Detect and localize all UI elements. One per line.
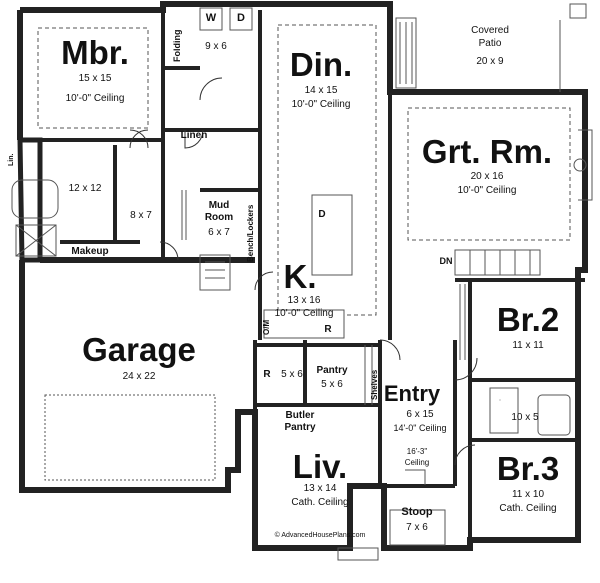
room-name-mbr: Mbr. (61, 34, 129, 71)
room-dims-laundry: 9 x 6 (205, 41, 227, 52)
room-dims-wic: 8 x 7 (130, 210, 152, 221)
room-dims-mud: 6 x 7 (208, 227, 230, 238)
room-dims-butler: 5 x 6 (281, 369, 303, 380)
room-ceiling-entry: 14'-0" Ceiling (393, 423, 447, 433)
dims-text: 15 x 15 (78, 73, 112, 84)
room-dims-garage: 24 x 22 (122, 371, 156, 382)
mud-room-line1: Mud (208, 200, 230, 211)
dryer-label: D (237, 12, 245, 24)
butler-line2: Pantry (284, 422, 316, 433)
pantry-label: Pantry (316, 365, 348, 376)
room-name-br3: Br.3 (496, 450, 560, 487)
washer-label: W (205, 12, 217, 24)
room-name-liv: Liv. (292, 448, 348, 485)
room-name-stoop: Stoop (401, 506, 433, 518)
bench-lockers-label: Bench/Lockers (246, 204, 255, 262)
room-name-grt: Grt. Rm. (421, 133, 553, 170)
door-swings (129, 77, 478, 466)
room-dims-mbr: 15 x 15 (79, 74, 112, 84)
dishwasher-label: D (318, 209, 326, 220)
room-dims-liv: 13 x 14 (303, 483, 337, 494)
room-dims-pantry: 5 x 6 (321, 379, 343, 390)
room-dims-br3: 11 x 10 (511, 489, 545, 500)
fridge-label: R (324, 324, 332, 335)
detail-lines (11, 3, 593, 561)
exterior-walls (17, 1, 588, 551)
linen-label: Linen (180, 130, 208, 141)
room-dims-br2: 11 x 11 (512, 340, 544, 351)
room-ceiling-kitchen: 10'-0" Ceiling (274, 308, 334, 319)
room-dims-grt: 20 x 16 (470, 171, 504, 182)
lin-closet-label: Lin. (8, 153, 15, 166)
room-dims-stoop: 7 x 6 (406, 522, 428, 533)
room-name-entry: Entry (383, 381, 441, 406)
room-name-kitchen: K. (283, 258, 317, 295)
shelves-label: Shelves (370, 369, 379, 400)
folding-label: Folding (172, 29, 182, 63)
room-ceiling-br3: Cath. Ceiling (499, 503, 557, 514)
room-dims-master-bath: 12 x 12 (68, 183, 102, 194)
butler-line1: Butler (285, 410, 315, 421)
butler-fridge-label: R (263, 369, 271, 380)
room-dims-entry: 6 x 15 (406, 409, 434, 420)
room-dims-din: 14 x 15 (304, 85, 338, 96)
makeup-label: Makeup (71, 246, 109, 257)
oven-micro-label: O/M (262, 319, 271, 335)
room-dims-bath2: 10 x 5 (511, 412, 539, 423)
room-name-garage: Garage (82, 331, 196, 368)
room-dims-kitchen: 13 x 16 (287, 295, 321, 306)
vault-line2: Ceiling (404, 458, 430, 467)
watermark: © AdvancedHousePlans.com (274, 532, 366, 539)
room-name-br2: Br.2 (496, 301, 560, 338)
room-ceiling-liv: Cath. Ceiling (291, 497, 349, 508)
room-ceiling-din: 10'-0" Ceiling (291, 99, 351, 110)
vault-line1: 16'-3" (406, 447, 428, 456)
room-name-patio-line1: Covered (471, 25, 509, 36)
mud-room-line2: Room (204, 212, 234, 223)
room-ceiling-grt: 10'-0" Ceiling (457, 185, 517, 196)
stair-down-label: DN (439, 256, 453, 266)
room-dims-patio: 20 x 9 (476, 56, 504, 67)
room-name-patio-line2: Patio (478, 38, 502, 49)
room-name-din: Din. (289, 46, 353, 83)
room-ceiling-mbr: 10'-0" Ceiling (65, 93, 125, 104)
